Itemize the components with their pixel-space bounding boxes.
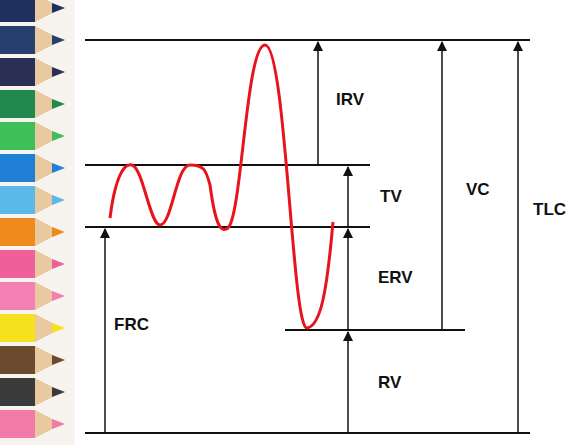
volume-arrow: [347, 167, 349, 227]
pencil: [0, 314, 65, 342]
pencil: [0, 122, 65, 150]
volume-arrows: [105, 42, 518, 433]
volume-arrow: [347, 332, 349, 433]
level-line: [85, 432, 530, 434]
pencil: [0, 186, 65, 214]
pencil: [0, 410, 65, 438]
pencil: [0, 250, 65, 278]
pencil: [0, 58, 65, 86]
volume-arrow: [317, 42, 319, 165]
level-line: [85, 39, 530, 41]
pencil: [0, 346, 65, 374]
pencil: [0, 378, 65, 406]
pencil: [0, 26, 65, 54]
volume-arrow: [347, 229, 349, 330]
volume-label: FRC: [114, 316, 149, 335]
pencil: [0, 282, 65, 310]
volume-arrow: [517, 42, 519, 433]
volume-arrow: [104, 229, 106, 433]
volume-label: ERV: [378, 269, 413, 288]
level-line: [285, 329, 465, 331]
volume-arrow: [441, 42, 443, 330]
level-lines: [85, 40, 530, 433]
volume-label: VC: [466, 181, 490, 200]
volume-label: RV: [378, 374, 401, 393]
pencil: [0, 218, 65, 246]
volume-label: TV: [380, 188, 402, 207]
pencil: [0, 90, 65, 118]
spirometry-trace: [110, 45, 333, 328]
pencil: [0, 0, 65, 22]
pencil-column: [0, 0, 75, 445]
pencil: [0, 154, 65, 182]
volume-label: TLC: [533, 201, 566, 220]
volume-label: IRV: [336, 91, 364, 110]
